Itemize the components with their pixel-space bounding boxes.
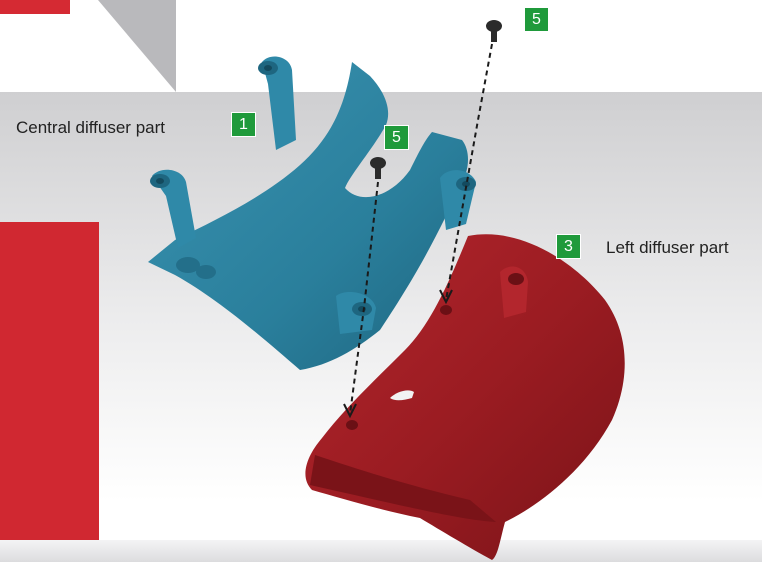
bottom-band xyxy=(0,540,762,562)
badge-screw-top: 5 xyxy=(525,8,548,31)
central-part-label: Central diffuser part xyxy=(16,118,165,138)
badge-left-part: 3 xyxy=(557,235,580,258)
left-part-label: Left diffuser part xyxy=(606,238,729,258)
badge-screw-middle: 5 xyxy=(385,126,408,149)
screw-icon xyxy=(486,20,502,42)
badge-central-part: 1 xyxy=(232,113,255,136)
red-side-panel-shade xyxy=(0,222,99,540)
corner-red-strip xyxy=(0,0,70,14)
